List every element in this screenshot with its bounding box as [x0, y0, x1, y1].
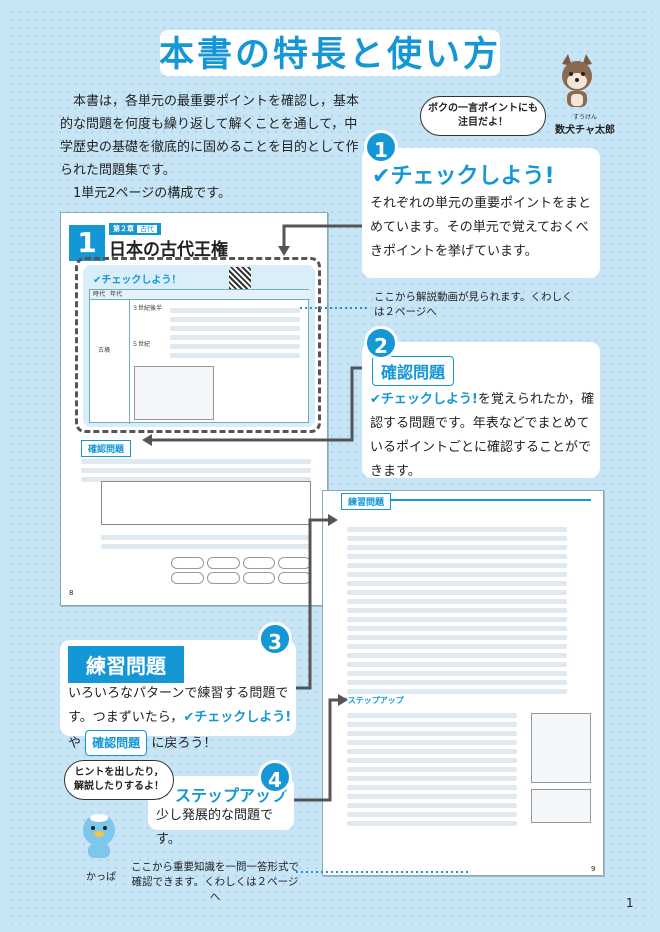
kofun-illustration — [531, 789, 591, 823]
section-1-callout: ✔チェックしよう! それぞれの単元の重要ポイントをまとめています。その単元で覚え… — [362, 148, 600, 278]
table-col-year: 年代 — [110, 291, 123, 298]
table-year-cell: ３世紀後半 — [132, 305, 163, 312]
chapter-tag: 第２章古代 — [109, 223, 161, 235]
section-4-heading-text: ステップアップ — [174, 786, 287, 805]
page-number: 1 — [626, 896, 634, 910]
confirm-choices — [101, 531, 311, 553]
chapter-title: 日本の古代王権 — [109, 240, 228, 260]
table-year-cell: ５世紀 — [132, 341, 151, 348]
chapter-tag-label: 第２章 — [113, 225, 134, 233]
checkmark-icon: ✔ — [372, 164, 391, 189]
chapter-tag-era: 古代 — [137, 225, 157, 233]
section-2-heading-wrap: 確認問題 — [372, 356, 455, 386]
check-panel-frame — [75, 257, 321, 433]
mascot-name-text: 数犬チャ太郎 — [555, 125, 615, 136]
section-3-body: いろいろなパターンで練習する問題です。つまずいたら，✔チェックしよう! や 確認… — [68, 682, 294, 756]
section-3-body-1: いろいろなパターンで練習する問題です。つまずいたら， — [68, 686, 289, 725]
practice-lines — [347, 523, 567, 698]
page-title: 本書の特長と使い方 — [158, 35, 501, 75]
section-2-callout: 確認問題 ✔チェックしよう!を覚えられたか，確認する問題です。年表などでまとめて… — [362, 342, 600, 479]
section-2-check-ref: チェックしよう! — [380, 392, 478, 407]
section-2-number: 2 — [364, 326, 398, 360]
practice-heading: 練習問題 — [341, 493, 392, 510]
checkmark-icon: ✔ — [183, 710, 195, 725]
chapter-number: 1 — [69, 225, 105, 261]
section-3-heading-wrap: 練習問題 — [68, 646, 184, 683]
table-era-cell: 古墳 — [98, 347, 111, 354]
answer-grid — [171, 557, 311, 591]
section-3-callout: 練習問題 いろいろなパターンで練習する問題です。つまずいたら，✔チェックしよう!… — [60, 640, 296, 756]
step-up-heading-text: ステップアップ — [347, 696, 404, 705]
confirm-heading: 確認問題 — [81, 440, 132, 457]
qa-note: ここから重要知識を一問一答形式で確認できます。くわしくは２ページへ — [131, 861, 299, 903]
section-2-body-text: を覚えられたか，確認する問題です。年表などでまとめているポイントごとに確認するこ… — [370, 392, 595, 479]
map-illustration — [531, 713, 591, 783]
dog-mascot-icon — [562, 54, 592, 107]
sample-left-page: 1 第２章古代 日本の古代王権 ✔チェックしよう！ 時代 年代 古墳 ３世紀後半… — [60, 212, 328, 606]
kappa-name: かっぱ — [86, 872, 116, 883]
kappa-mascot-icon — [83, 814, 115, 858]
confirm-section-sample: 確認問題 — [81, 437, 132, 457]
check-panel-label: チェックしよう！ — [101, 275, 182, 286]
video-note: ここから解説動画が見られます。くわしくは２ページへ — [374, 291, 573, 318]
intro-structure: 1単元2ページの構成です。 — [73, 186, 231, 201]
sample-right-page-number: 9 — [591, 865, 596, 873]
practice-underline — [341, 499, 591, 501]
step-up-heading: ↗ステップアップ — [341, 695, 404, 706]
section-3-confirm-ref: 確認問題 — [85, 730, 148, 756]
section-2-body: ✔チェックしよう!を覚えられたか，確認する問題です。年表などでまとめているポイン… — [370, 388, 596, 484]
section-3-check-ref: チェックしよう! — [194, 710, 292, 725]
kappa-speech-bubble: ヒントを出したり，解説したりするよ！ — [64, 760, 174, 800]
qr-code-icon — [229, 267, 251, 289]
checkmark-icon: ✔ — [93, 275, 102, 286]
section-1-heading-text: チェックしよう! — [390, 164, 555, 189]
intro-text: 本書は，各単元の最重要ポイントを確認し，基本的な問題を何度も繰り返して解くことを… — [60, 90, 360, 205]
mascot-name: すうけん 数犬チャ太郎 — [540, 112, 630, 136]
sample-right-page: 練習問題 ↗ステップアップ 9 — [322, 490, 604, 876]
section-3-body-2: や — [68, 736, 82, 751]
table-col-era: 時代 — [93, 291, 106, 298]
section-3-heading: 練習問題 — [68, 646, 184, 683]
confirm-passage-box — [101, 481, 311, 525]
title-backdrop — [160, 30, 500, 76]
section-4-number: 4 — [258, 760, 292, 794]
section-1-number: 1 — [364, 130, 398, 164]
intro-paragraph: 本書は，各単元の最重要ポイントを確認し，基本的な問題を何度も繰り返して解くことを… — [60, 94, 360, 178]
confirm-lines — [81, 455, 311, 486]
step-lines — [347, 709, 517, 830]
section-3-number: 3 — [258, 622, 292, 656]
section-1-body: それぞれの単元の重要ポイントをまとめています。その単元で覚えておくべきポイントを… — [370, 196, 592, 259]
step-up-arrow-icon: ↗ — [341, 696, 348, 705]
section-4-body: 少し発展的な問題です。 — [156, 808, 274, 847]
table-left-col — [90, 290, 130, 424]
section-2-heading: 確認問題 — [372, 356, 455, 386]
section-1-heading: ✔チェックしよう! — [372, 158, 554, 190]
check-panel-heading: ✔チェックしよう！ — [93, 271, 181, 286]
mascot-ruby: すうけん — [572, 114, 597, 121]
sample-left-page-number: 8 — [69, 589, 74, 597]
table-header-row — [90, 290, 310, 300]
checkmark-icon: ✔ — [370, 392, 381, 407]
mascot-speech-bubble: ボクの一言ポイントにも注目だよ！ — [420, 96, 546, 136]
section-3-body-3: に戻ろう！ — [151, 736, 217, 751]
table-content-lines — [170, 304, 300, 362]
